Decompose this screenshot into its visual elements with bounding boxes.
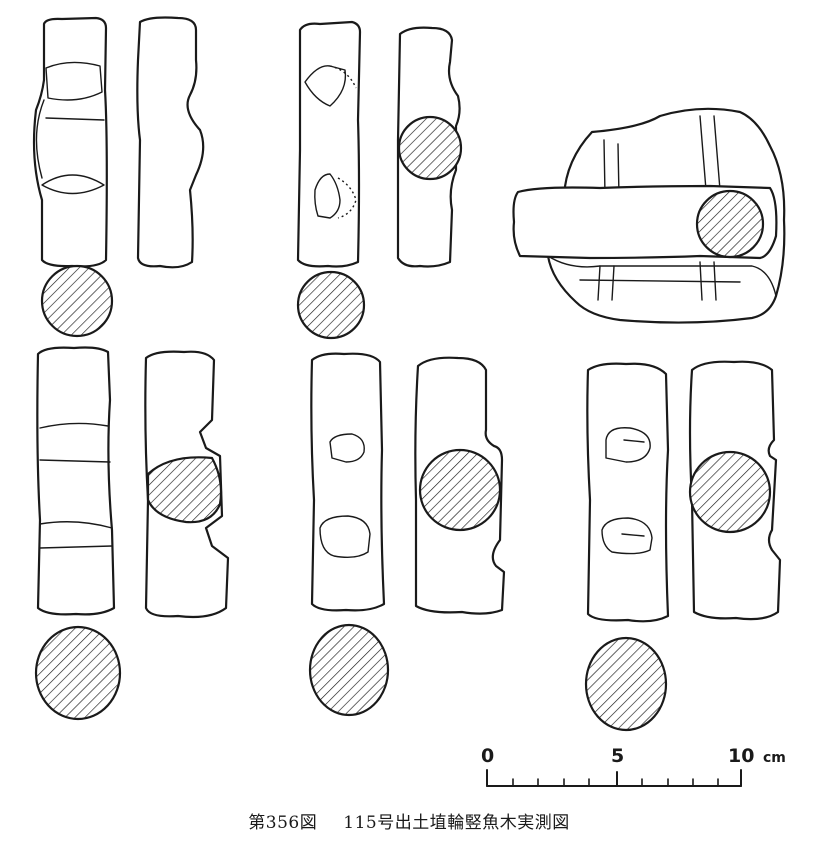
specimen-1-front-view	[32, 16, 108, 268]
specimen-1-cross-section	[40, 264, 114, 338]
specimen-6-front-view	[586, 362, 670, 623]
specimen-3	[512, 107, 786, 324]
specimen-4-cross-section	[34, 625, 122, 721]
specimen-4	[34, 346, 230, 721]
specimen-2	[296, 20, 463, 340]
scale-bar: 0 5 10 cm	[481, 745, 786, 787]
specimen-4-front-view	[36, 346, 116, 616]
caption-number: 第356図	[248, 813, 318, 833]
specimen-4-section-on-side	[146, 456, 223, 524]
caption-title: 115号出土埴輪竪魚木実測図	[343, 813, 570, 833]
specimen-1-side-view	[136, 16, 205, 269]
scale-label-0: 0	[481, 745, 494, 767]
specimen-2-front-view	[296, 20, 362, 268]
specimen-6-cross-section	[584, 636, 668, 732]
specimen-1	[32, 16, 205, 338]
specimen-6-section-on-side	[688, 450, 772, 534]
specimen-5-front-view	[310, 352, 386, 612]
specimen-2-cross-section	[296, 270, 366, 340]
scale-unit: cm	[763, 750, 786, 766]
specimen-5-section-on-side	[418, 448, 502, 532]
scale-label-5: 5	[611, 745, 624, 767]
specimen-2-section-on-side	[397, 115, 463, 181]
specimen-6	[584, 360, 782, 732]
specimen-3-section	[695, 189, 765, 259]
specimen-5-cross-section	[308, 623, 390, 717]
specimen-5	[308, 352, 506, 717]
scale-label-10: 10	[728, 745, 754, 767]
figure-caption: 第356図 115号出土埴輪竪魚木実測図	[0, 808, 818, 833]
